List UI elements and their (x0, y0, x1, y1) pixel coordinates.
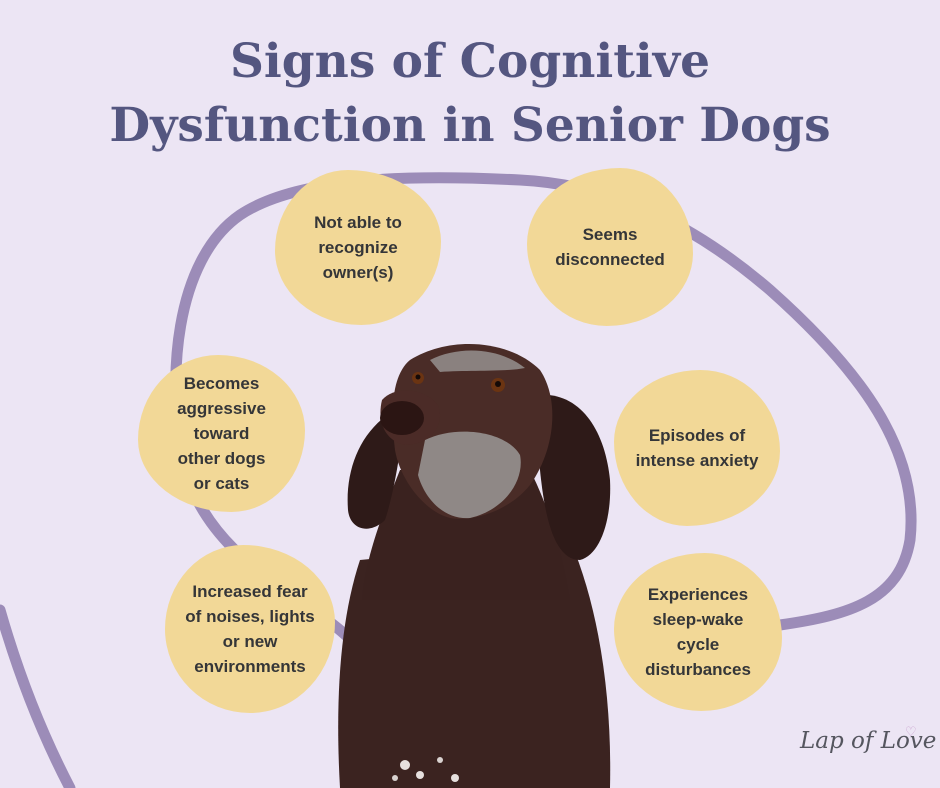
sign-bubble-seems-disconnected: Seems disconnected (527, 168, 693, 326)
title-line-2: Dysfunction in Senior Dogs (109, 98, 831, 153)
heart-icon: ♡ (905, 724, 917, 739)
sign-bubble-aggressive: Becomes aggressive toward other dogs or … (138, 355, 305, 512)
sign-text: Increased fear of noises, lights or new … (185, 582, 315, 676)
sign-bubble-sleep-wake: Experiences sleep-wake cycle disturbance… (614, 553, 782, 711)
sign-text: Not able to recognize owner(s) (314, 213, 402, 282)
sign-bubble-anxiety: Episodes of intense anxiety (614, 370, 780, 526)
sign-bubble-fear: Increased fear of noises, lights or new … (165, 545, 335, 713)
sign-text: Experiences sleep-wake cycle disturbance… (645, 585, 751, 679)
sign-text: Episodes of intense anxiety (635, 426, 759, 470)
dog-illustration (338, 343, 611, 788)
brand-logo: Lap of Love (800, 728, 937, 754)
sign-text: Seems disconnected (555, 225, 665, 269)
sign-text: Becomes aggressive toward other dogs or … (177, 374, 266, 493)
page-title: Signs of Cognitive Dysfunction in Senior… (0, 30, 940, 158)
title-line-1: Signs of Cognitive (229, 34, 710, 89)
swirl-tail (0, 604, 76, 788)
sign-bubble-not-recognize-owner: Not able to recognize owner(s) (275, 170, 441, 325)
